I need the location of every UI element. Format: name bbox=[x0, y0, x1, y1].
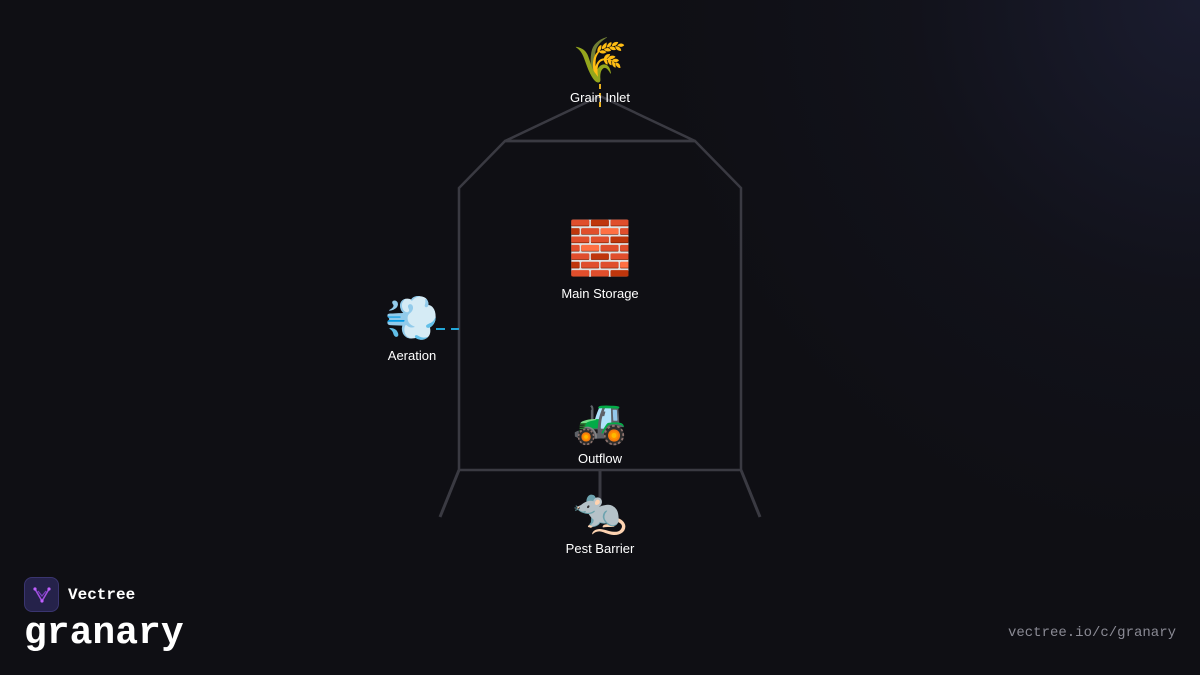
pest-barrier-label: Pest Barrier bbox=[565, 541, 635, 556]
outflow-node: 🚜 Outflow bbox=[540, 396, 660, 467]
main-storage-label: Main Storage bbox=[561, 286, 639, 301]
page-title: granary bbox=[24, 612, 184, 655]
brand: Vectree bbox=[24, 577, 135, 612]
rat-icon: 🐀 bbox=[572, 486, 628, 537]
tractor-icon: 🚜 bbox=[572, 396, 628, 447]
grain-inlet-label: Grain Inlet bbox=[570, 90, 630, 105]
vectree-logo-icon bbox=[24, 577, 59, 612]
aeration-node: 💨 Aeration bbox=[352, 293, 472, 364]
granary-right-leg bbox=[739, 469, 762, 518]
brick-icon: 🧱 bbox=[567, 219, 633, 279]
wheat-icon: 🌾 bbox=[572, 35, 628, 86]
pest-barrier-node: 🐀 Pest Barrier bbox=[540, 486, 660, 557]
aeration-label: Aeration bbox=[387, 348, 437, 363]
source-url[interactable]: vectree.io/c/granary bbox=[1007, 625, 1176, 641]
outflow-label: Outflow bbox=[577, 451, 623, 466]
granary-left-leg bbox=[438, 469, 461, 518]
brand-name: Vectree bbox=[68, 585, 136, 604]
wind-icon: 💨 bbox=[384, 293, 440, 344]
main-storage-node: 🧱 Main Storage bbox=[540, 220, 660, 301]
grain-inlet-node: 🌾 Grain Inlet bbox=[540, 35, 660, 106]
